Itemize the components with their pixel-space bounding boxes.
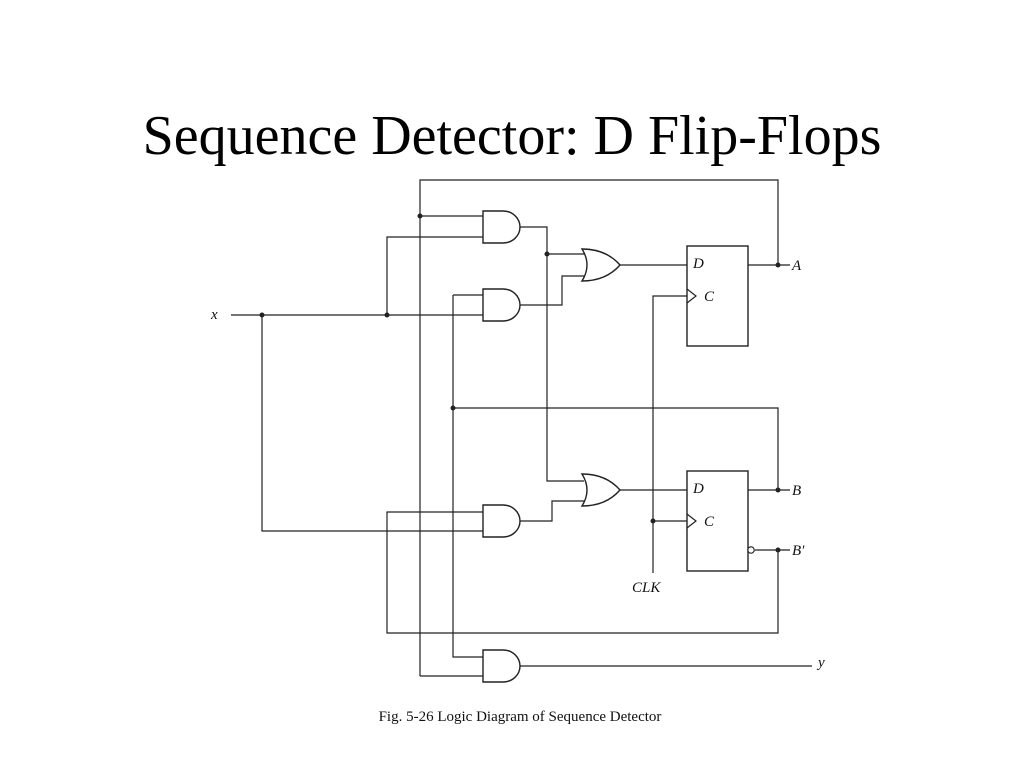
flip-flop-b: D C bbox=[686, 470, 755, 572]
output-b-label: B bbox=[792, 483, 801, 499]
inversion-bubble bbox=[747, 546, 755, 554]
and-gate-4 bbox=[482, 649, 521, 683]
ff-a-c-label: C bbox=[704, 289, 715, 305]
output-y-label: y bbox=[816, 655, 825, 671]
input-x-label: x bbox=[210, 307, 218, 323]
ff-b-c-label: C bbox=[704, 514, 715, 530]
or-gate-1 bbox=[580, 248, 621, 282]
output-b-not-label: B′ bbox=[792, 543, 805, 559]
and-gate-3 bbox=[482, 504, 521, 538]
flip-flop-a: D C bbox=[686, 245, 749, 347]
junction-dots bbox=[259, 213, 781, 553]
output-a-label: A bbox=[791, 258, 802, 274]
figure-caption: Fig. 5-26 Logic Diagram of Sequence Dete… bbox=[378, 709, 662, 725]
and-gate-2 bbox=[482, 288, 521, 322]
ff-b-d-label: D bbox=[692, 481, 704, 497]
slide-title: Sequence Detector: D Flip-Flops bbox=[142, 105, 882, 167]
or-gate-2 bbox=[580, 473, 621, 507]
clock-label: CLK bbox=[632, 580, 661, 596]
and-gate-1 bbox=[482, 210, 521, 244]
wires bbox=[231, 179, 812, 677]
ff-a-d-label: D bbox=[692, 256, 704, 272]
